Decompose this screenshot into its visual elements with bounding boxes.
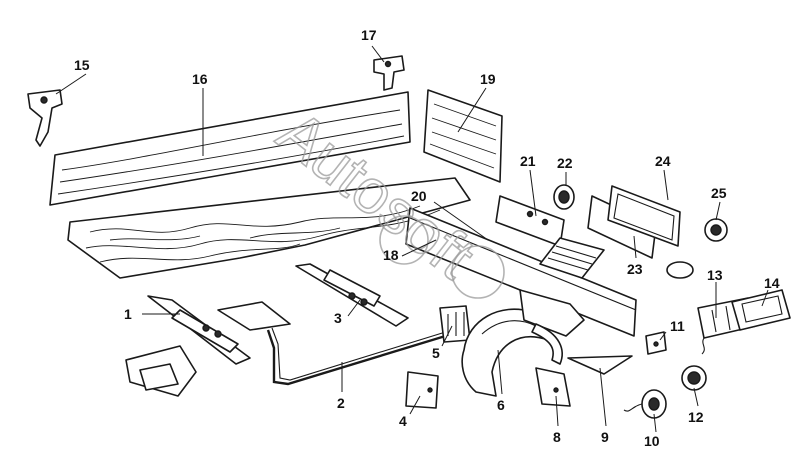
label-part-15: 15 xyxy=(74,57,90,73)
part-8-reflector xyxy=(535,367,571,407)
label-part-23: 23 xyxy=(627,261,643,277)
part-10-lamp xyxy=(623,389,667,419)
label-part-18: 18 xyxy=(383,247,399,263)
part-11-box xyxy=(645,331,667,355)
part-9-flap xyxy=(567,355,633,375)
label-part-2: 2 xyxy=(337,395,345,411)
part-1-bracket xyxy=(147,295,251,365)
part-4-reflector xyxy=(405,371,439,409)
label-part-12: 12 xyxy=(688,409,704,425)
label-part-1: 1 xyxy=(124,306,132,322)
label-part-11: 11 xyxy=(670,318,685,334)
part-16-side-board xyxy=(49,91,411,206)
hanger-bracket xyxy=(125,345,197,397)
label-part-6: 6 xyxy=(497,397,505,413)
platform-floor xyxy=(67,177,471,279)
part-number-labels: 1 2 3 4 5 6 8 9 10 11 12 13 14 15 16 17 … xyxy=(74,27,780,449)
label-part-25: 25 xyxy=(711,185,727,201)
label-part-22: 22 xyxy=(557,155,573,171)
watermark-rings xyxy=(379,215,505,299)
label-part-3: 3 xyxy=(334,310,342,326)
gasket-ring xyxy=(666,261,694,279)
label-part-16: 16 xyxy=(192,71,208,87)
label-part-10: 10 xyxy=(644,433,660,449)
label-part-9: 9 xyxy=(601,429,609,445)
label-part-4: 4 xyxy=(399,413,407,429)
part-17-latch xyxy=(373,55,405,91)
fender-support xyxy=(519,289,585,365)
leader-lines xyxy=(55,45,769,433)
part-15-latch xyxy=(27,89,63,147)
part-21-bracket xyxy=(495,195,565,247)
part-22-small-lamp xyxy=(553,184,575,210)
part-25-lamp xyxy=(704,218,728,242)
label-part-17: 17 xyxy=(361,27,377,43)
label-part-21: 21 xyxy=(520,153,536,169)
label-part-13: 13 xyxy=(707,267,723,283)
part-6-fender xyxy=(461,308,549,397)
label-part-20: 20 xyxy=(411,188,427,204)
label-part-14: 14 xyxy=(764,275,780,291)
part-5-tread xyxy=(439,305,471,343)
label-part-8: 8 xyxy=(553,429,561,445)
part-12-lamp xyxy=(681,365,707,391)
part-2-rod xyxy=(266,327,453,386)
grille-plate xyxy=(539,237,605,279)
label-part-19: 19 xyxy=(480,71,496,87)
part-14-tail-lamp xyxy=(731,289,791,331)
part-3-rail xyxy=(295,263,409,327)
small-bracket xyxy=(217,301,291,331)
label-part-24: 24 xyxy=(655,153,671,169)
part-24-license-plate xyxy=(607,185,681,247)
part-19-front-board xyxy=(423,89,503,183)
label-part-5: 5 xyxy=(432,345,440,361)
